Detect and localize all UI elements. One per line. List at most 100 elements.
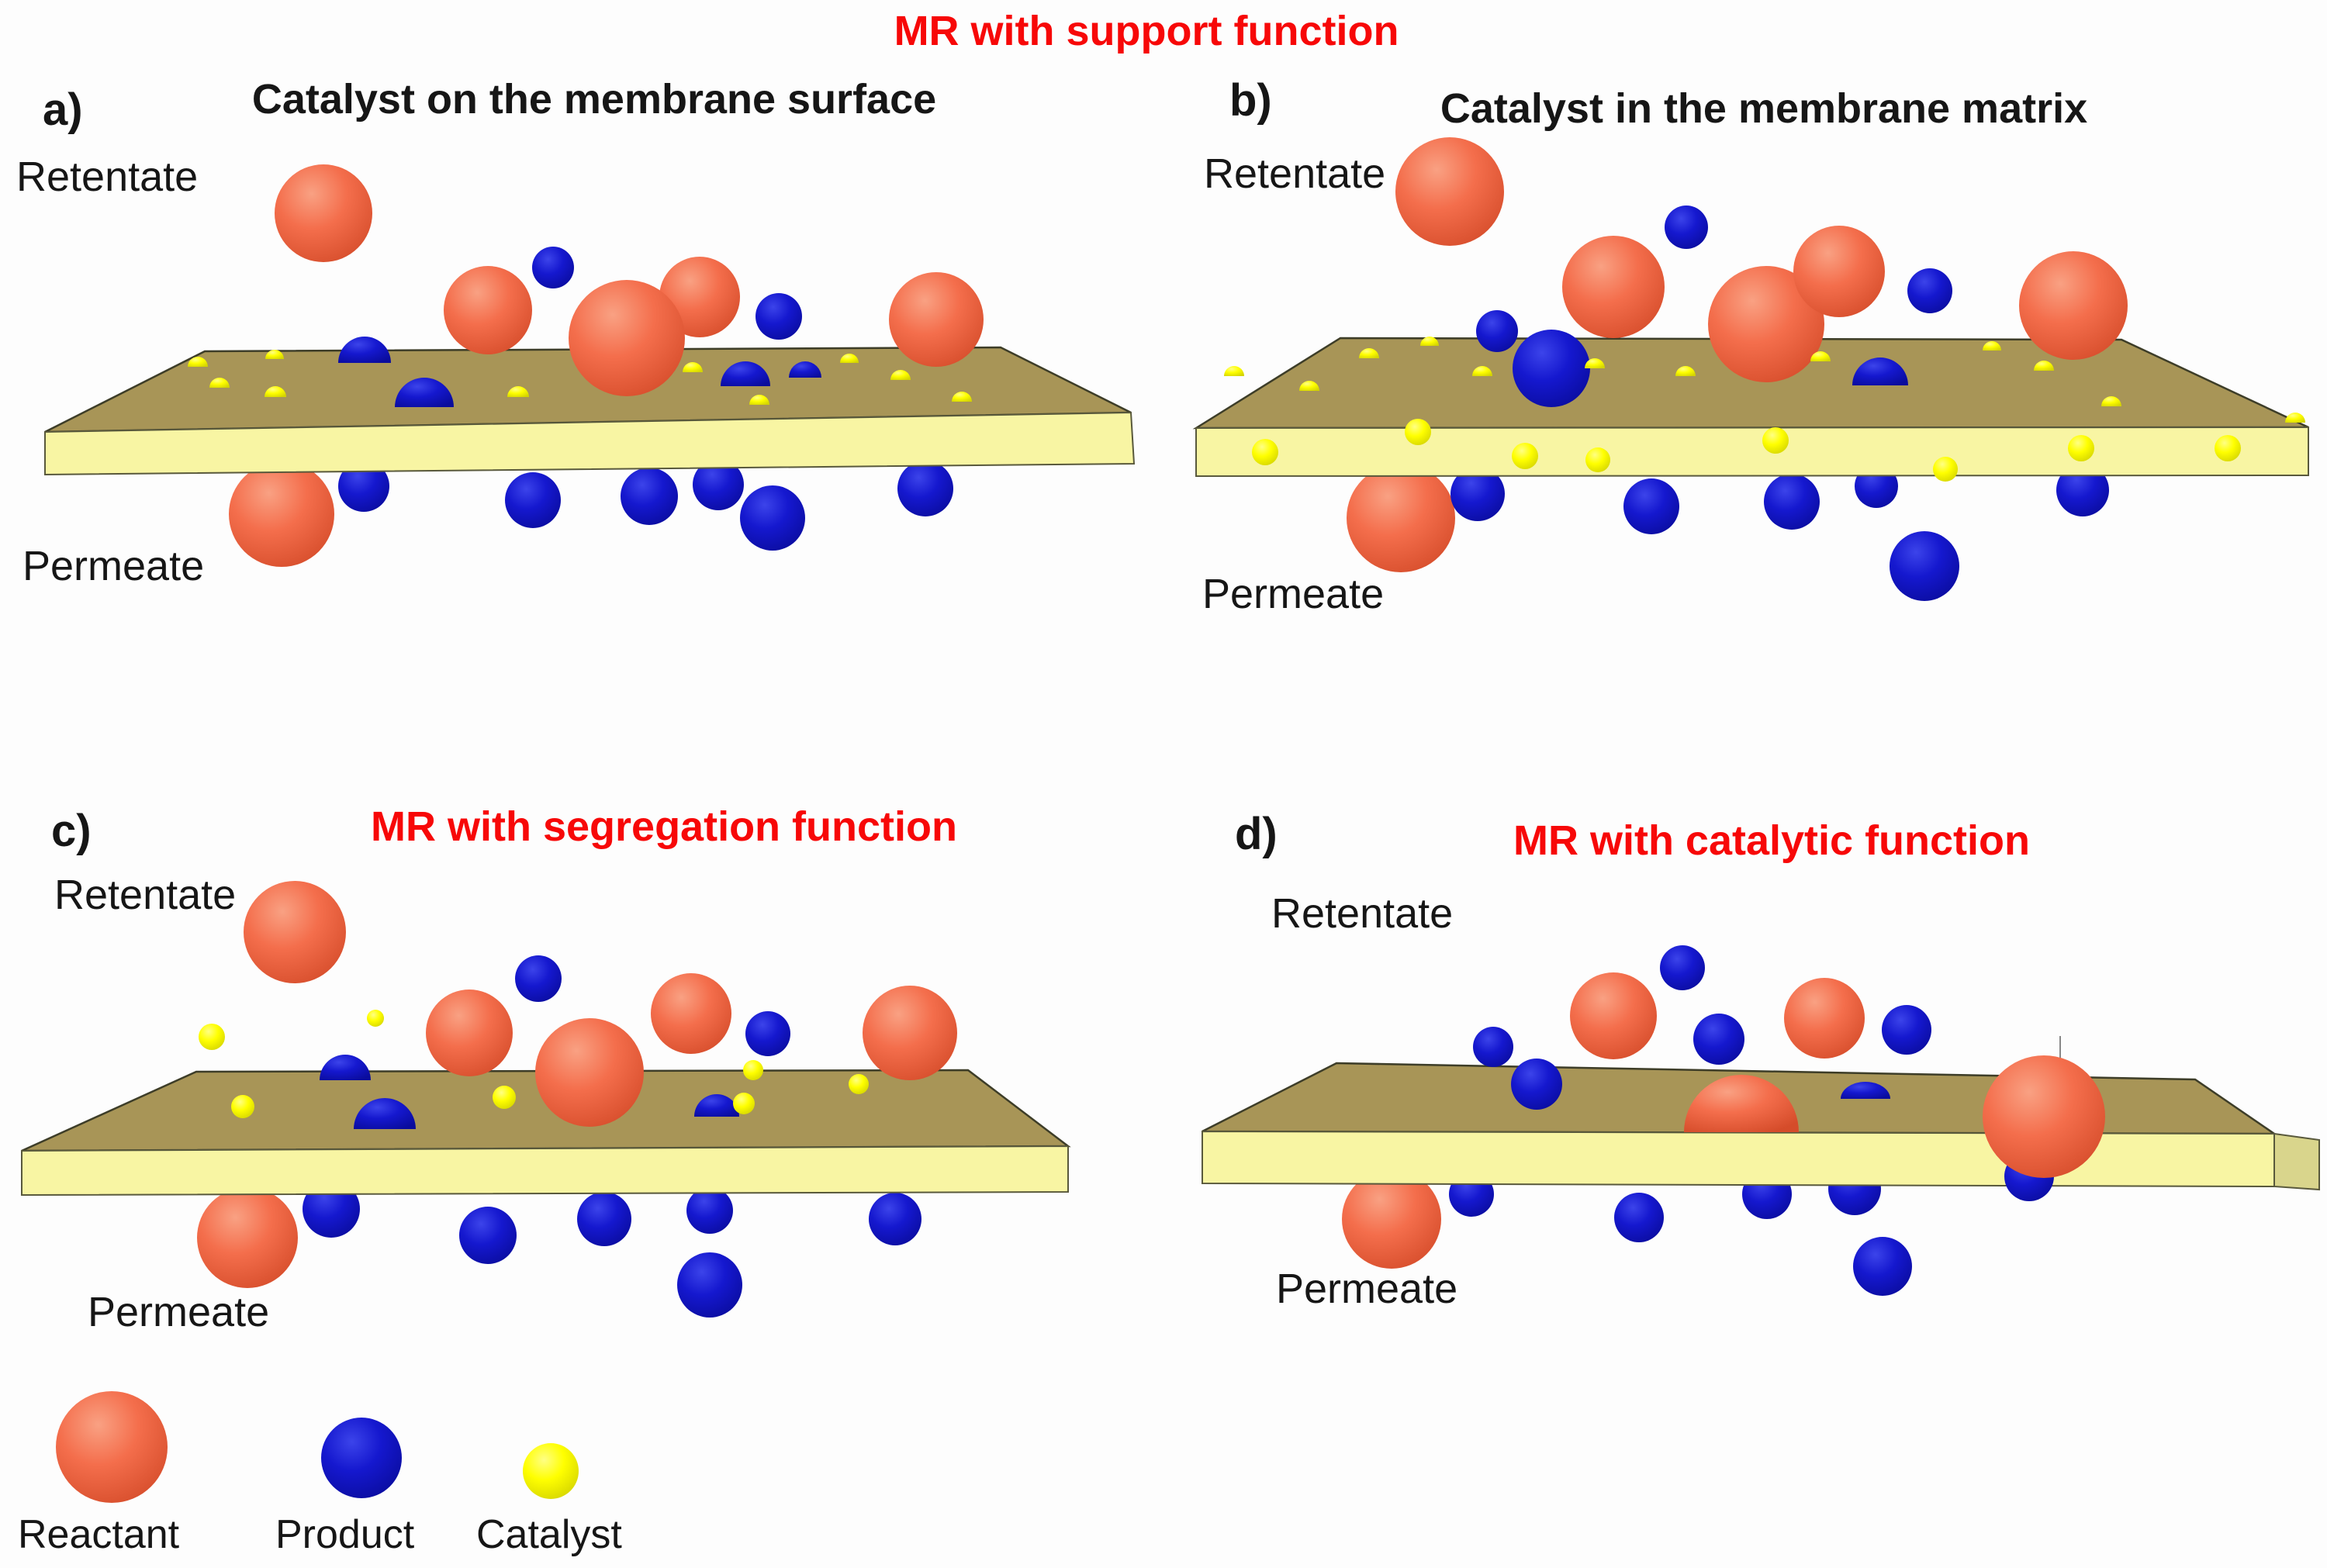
- catalyst-dome: [890, 370, 911, 380]
- panel-d-permeate-label: Permeate: [1276, 1266, 1458, 1312]
- reactant-sphere: [275, 164, 372, 262]
- membrane-front-face: [1195, 426, 2309, 478]
- product-dome: [694, 1094, 739, 1117]
- catalyst-dome: [2034, 361, 2054, 371]
- reactant-sphere: [1347, 464, 1455, 572]
- product-sphere: [621, 468, 678, 525]
- panel-b-permeate-label: Permeate: [1202, 571, 1385, 617]
- catalyst-dome: [952, 392, 972, 402]
- catalyst-sphere: [1252, 439, 1278, 465]
- reactant-sphere: [863, 986, 957, 1080]
- catalyst-dome: [209, 378, 230, 388]
- product-dome: [338, 337, 391, 363]
- catalyst-sphere: [493, 1086, 516, 1109]
- catalyst-dome: [265, 350, 284, 359]
- catalyst-dome: [1983, 341, 2001, 351]
- reactant-sphere: [244, 881, 346, 983]
- reactant-sphere: [1793, 226, 1885, 317]
- legend-label-product: Product: [275, 1512, 415, 1557]
- catalyst-dome: [1585, 358, 1605, 368]
- catalyst-dome: [2101, 396, 2121, 406]
- product-dome: [721, 361, 770, 386]
- product-dome: [395, 378, 454, 407]
- panel-c-title: MR with segregation function: [371, 803, 957, 850]
- catalyst-dome: [188, 357, 208, 367]
- catalyst-dome: [749, 395, 769, 405]
- product-sphere: [897, 461, 953, 516]
- product-sphere: [1511, 1059, 1562, 1110]
- panel-a-retentate-label: Retentate: [16, 154, 199, 200]
- reactant-dome: [1684, 1075, 1799, 1132]
- product-dome: [320, 1055, 371, 1080]
- legend-label-reactant: Reactant: [18, 1512, 180, 1557]
- catalyst-sphere: [849, 1074, 869, 1094]
- catalyst-sphere: [523, 1443, 579, 1499]
- product-sphere: [338, 461, 389, 512]
- product-sphere: [755, 293, 802, 340]
- reactant-sphere: [197, 1187, 298, 1288]
- catalyst-dome: [840, 354, 859, 363]
- panel-a-title: Catalyst on the membrane surface: [251, 76, 937, 123]
- legend-label-catalyst: Catalyst: [476, 1512, 622, 1557]
- product-sphere: [1660, 945, 1705, 990]
- membrane-side-face: [2273, 1132, 2320, 1191]
- product-dome: [1852, 357, 1908, 385]
- product-sphere: [1513, 330, 1590, 407]
- panel-b-graphics: [1192, 137, 2309, 601]
- catalyst-sphere: [231, 1095, 254, 1118]
- product-sphere: [1665, 205, 1708, 249]
- panel-d-tag: d): [1235, 809, 1278, 859]
- product-sphere: [869, 1193, 921, 1245]
- product-sphere: [577, 1192, 631, 1246]
- panel-d-graphics: [1202, 945, 2320, 1296]
- catalyst-sphere: [199, 1024, 225, 1050]
- product-dome: [354, 1098, 416, 1129]
- product-sphere: [1623, 478, 1679, 534]
- catalyst-sphere: [743, 1060, 763, 1080]
- main-title: MR with support function: [894, 8, 1399, 54]
- product-sphere: [505, 472, 561, 528]
- reactant-sphere: [1395, 137, 1504, 246]
- catalyst-dome: [1224, 366, 1244, 376]
- catalyst-dome: [1472, 366, 1492, 376]
- catalyst-dome: [2285, 413, 2305, 423]
- catalyst-sphere: [733, 1093, 755, 1114]
- panel-a-permeate-label: Permeate: [22, 543, 205, 589]
- reactant-sphere: [1784, 978, 1865, 1059]
- membrane-front-face: [21, 1145, 1069, 1197]
- product-sphere: [740, 485, 805, 551]
- product-sphere: [1907, 268, 1952, 313]
- reactant-sphere: [1983, 1055, 2105, 1178]
- panel-a-graphics: [44, 164, 1136, 567]
- panel-c-retentate-label: Retentate: [54, 872, 237, 918]
- membrane-front-face: [1202, 1130, 2275, 1188]
- panel-d-retentate-label: Retentate: [1271, 890, 1454, 937]
- product-sphere: [1473, 1027, 1513, 1067]
- panel-b-title: Catalyst in the membrane matrix: [1440, 85, 2088, 132]
- panel-c-permeate-label: Permeate: [88, 1289, 270, 1335]
- product-sphere: [1882, 1005, 1931, 1055]
- panel-c-tag: c): [51, 806, 92, 856]
- reactant-sphere: [651, 973, 731, 1054]
- reactant-sphere: [2019, 251, 2128, 360]
- product-sphere: [532, 247, 574, 288]
- catalyst-sphere: [1585, 447, 1610, 472]
- panel-c-graphics: [21, 881, 1071, 1318]
- catalyst-sphere: [1405, 419, 1431, 445]
- catalyst-dome: [507, 386, 529, 397]
- reactant-sphere: [426, 989, 513, 1076]
- reactant-sphere: [1562, 236, 1665, 338]
- reactant-sphere: [535, 1018, 644, 1127]
- product-sphere: [686, 1187, 733, 1234]
- catalyst-sphere: [1762, 427, 1789, 454]
- catalyst-sphere: [1933, 457, 1958, 482]
- reactant-sphere: [1342, 1169, 1441, 1269]
- catalyst-sphere: [2068, 435, 2094, 461]
- product-sphere: [459, 1207, 517, 1264]
- product-sphere: [321, 1418, 402, 1498]
- reactant-sphere: [1570, 972, 1657, 1059]
- reactant-sphere: [1708, 266, 1824, 382]
- reactant-sphere: [444, 266, 532, 354]
- product-sphere: [1764, 474, 1820, 530]
- product-sphere: [1614, 1193, 1664, 1242]
